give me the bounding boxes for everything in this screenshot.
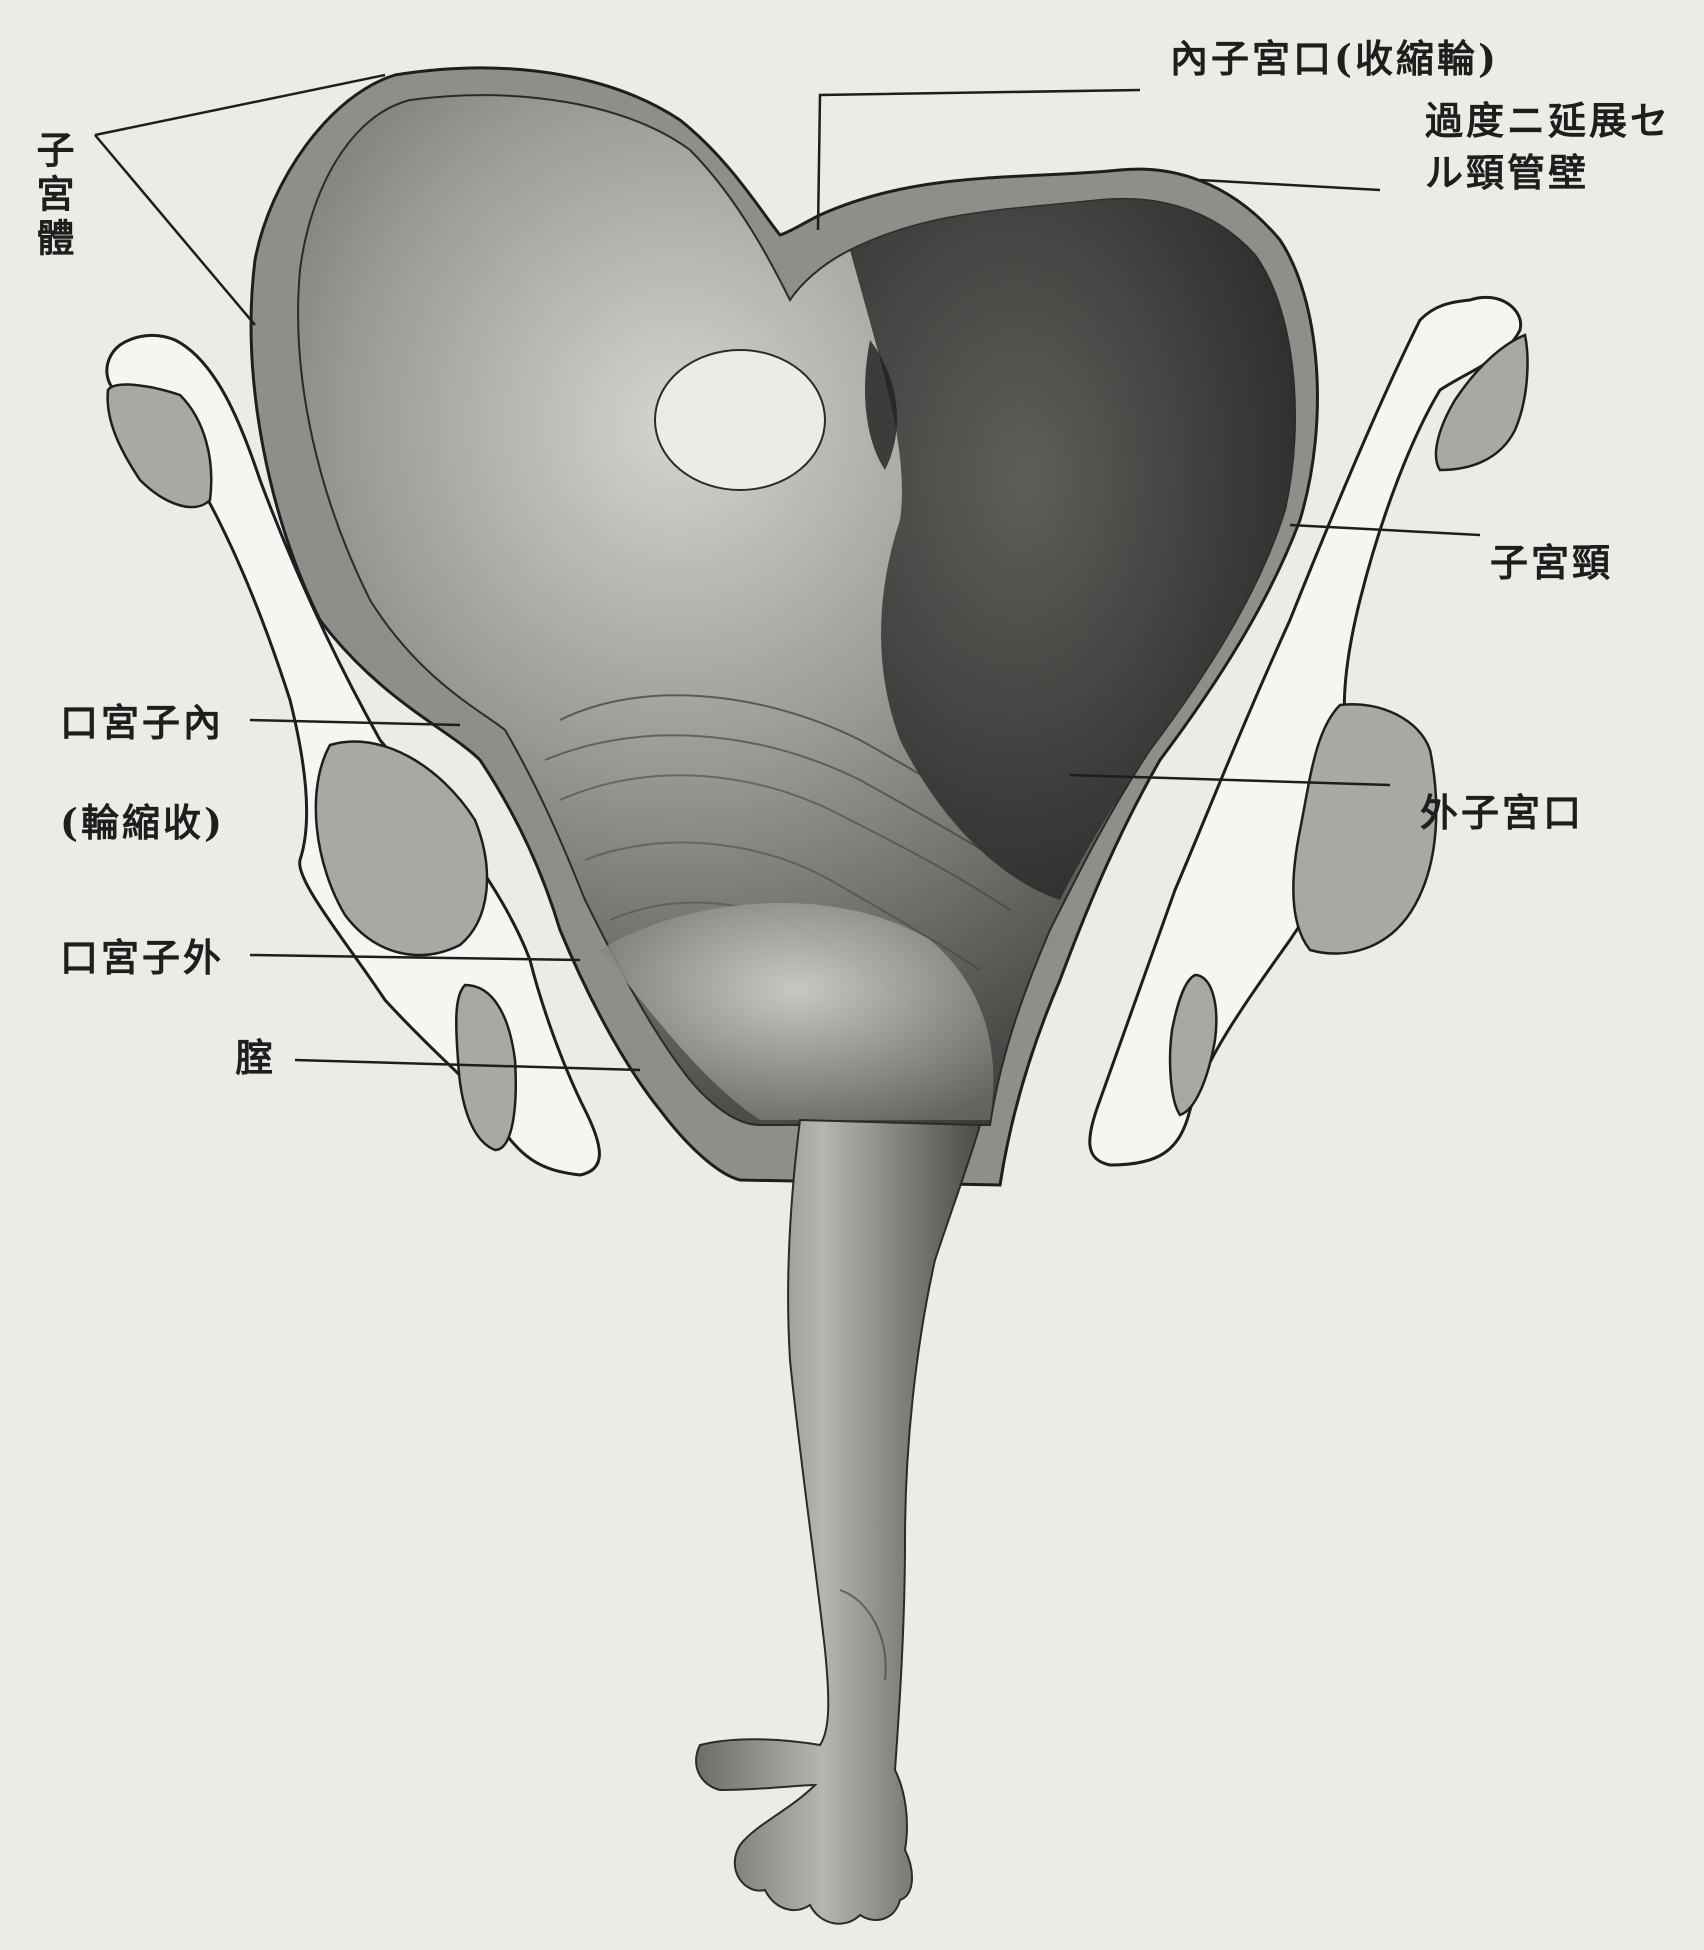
label-external-os-right: 外子宮口 bbox=[1420, 790, 1584, 836]
label-overstretched-wall-line1: 過度ニ延展セ bbox=[1425, 98, 1671, 144]
label-external-os-left: 口宮子外 bbox=[60, 935, 224, 981]
label-internal-os-left-line1: 口宮子內 bbox=[60, 700, 224, 746]
fetal-arm bbox=[696, 1120, 980, 1924]
label-vagina: 腟 bbox=[235, 1035, 276, 1081]
label-overstretched-wall-line2: ル頸管壁 bbox=[1425, 150, 1589, 196]
label-uterus-body: 子宮體 bbox=[30, 130, 74, 262]
label-internal-os-top: 內子宮口(收縮輪) bbox=[1170, 36, 1499, 82]
label-internal-os-left-line2: (輪縮收) bbox=[60, 800, 225, 846]
label-cervix: 子宮頸 bbox=[1490, 540, 1613, 586]
